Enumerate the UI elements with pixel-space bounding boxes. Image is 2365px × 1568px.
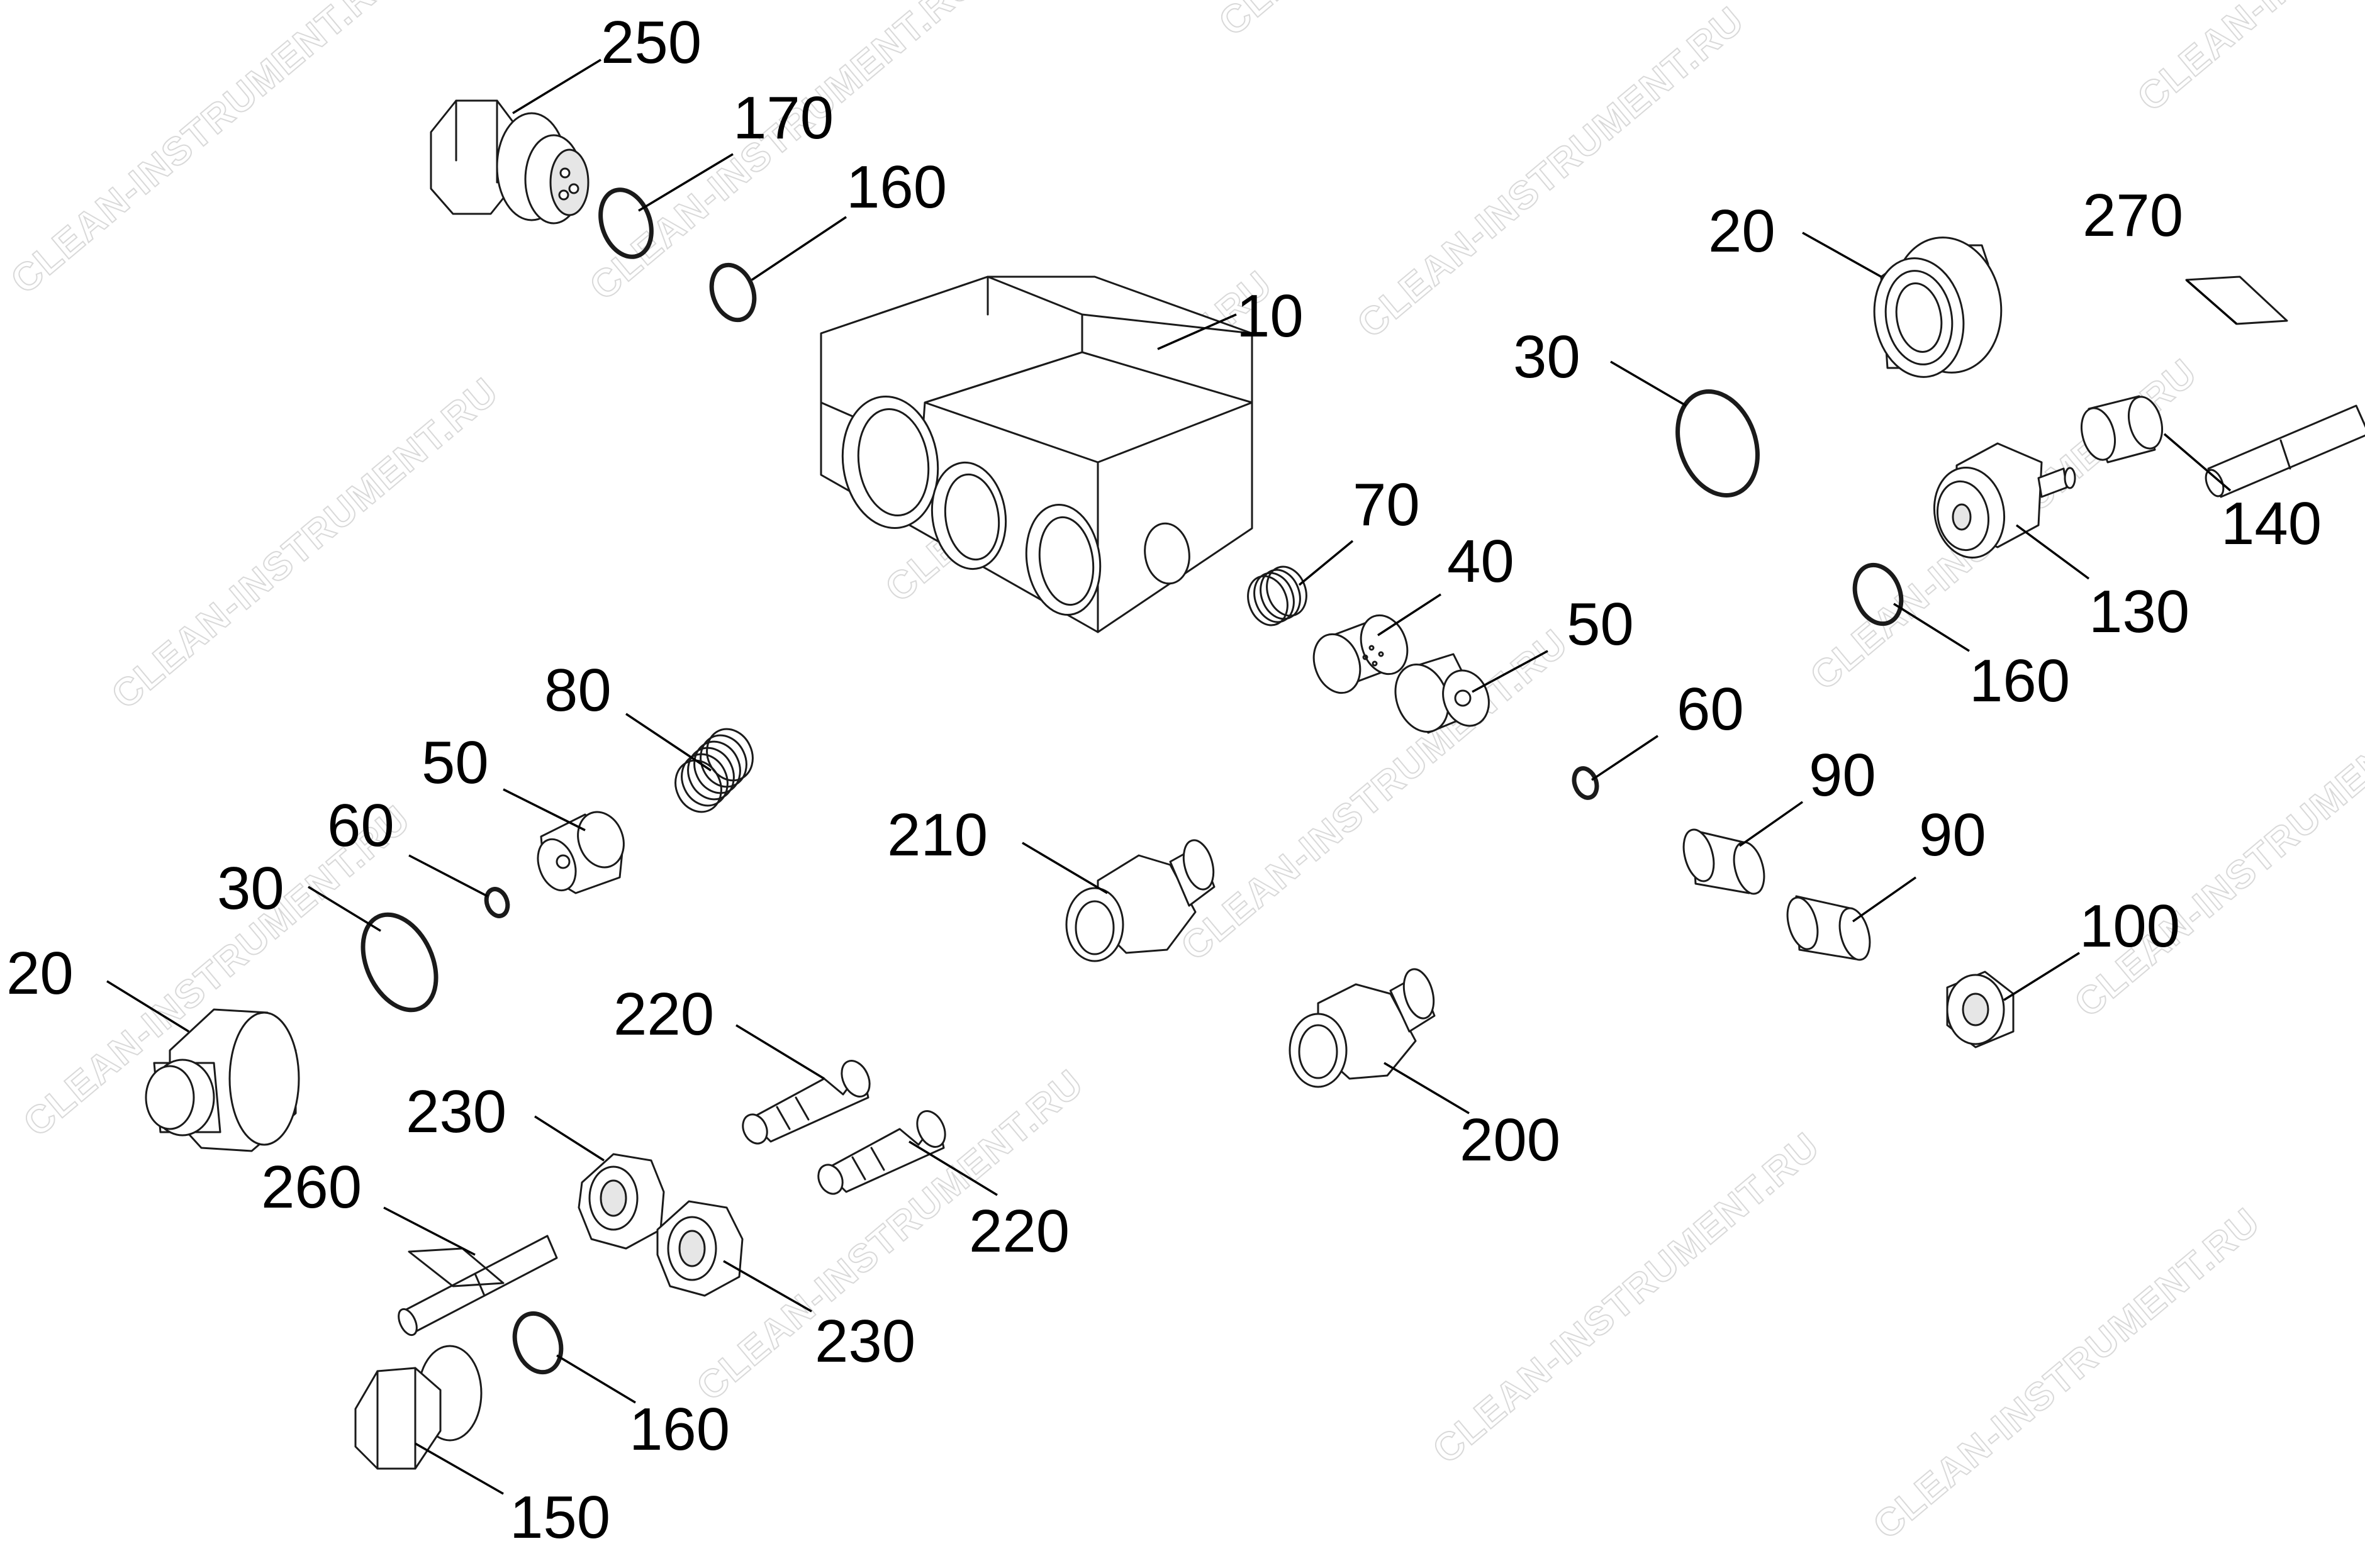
part-170-o-ring — [598, 187, 654, 259]
part-90-sleeve — [1682, 828, 1765, 895]
label-90: 90 — [1809, 742, 1876, 809]
part-90-sleeve — [1786, 895, 1871, 961]
part-80-spring — [674, 728, 754, 813]
part-250-plug — [430, 99, 590, 225]
label-230: 230 — [406, 1078, 506, 1145]
label-10: 10 — [1236, 282, 1304, 350]
part-50-valve-piston — [1394, 653, 1490, 734]
label-210: 210 — [887, 801, 988, 869]
part-220-hose-nozzle — [742, 1060, 871, 1145]
label-30: 30 — [1513, 323, 1580, 391]
label-60: 60 — [327, 792, 394, 859]
watermark: CLEAN-INSTRUMENT.RU — [104, 369, 507, 717]
part-20-cap — [145, 1008, 300, 1152]
watermark: CLEAN-INSTRUMENT.RU — [3, 0, 406, 303]
label-140: 140 — [2221, 490, 2322, 557]
part-270-pin — [2185, 275, 2365, 498]
part-60-ring — [484, 887, 510, 918]
label-260: 260 — [261, 1154, 362, 1221]
part-10-valve-block — [820, 275, 1253, 633]
part-20-cap — [1873, 236, 2003, 378]
label-250: 250 — [601, 9, 702, 76]
part-260-pin — [398, 1235, 558, 1337]
label-220: 220 — [969, 1198, 1070, 1265]
part-140-sleeve — [2081, 395, 2163, 464]
part-30-o-ring — [1675, 389, 1760, 498]
label-40: 40 — [1447, 528, 1514, 595]
label-230: 230 — [815, 1308, 915, 1375]
label-20: 20 — [1708, 197, 1775, 265]
watermark: CLEAN-INSTRUMENT.RU — [1211, 0, 1614, 45]
label-160: 160 — [846, 153, 947, 221]
label-270: 270 — [2083, 182, 2183, 249]
part-30-o-ring — [361, 912, 439, 1013]
label-130: 130 — [2089, 578, 2189, 645]
part-130-pressure-switch — [1933, 442, 2076, 559]
label-150: 150 — [510, 1484, 610, 1551]
part-100-nut — [1946, 970, 2015, 1048]
label-50: 50 — [422, 729, 489, 796]
label-30: 30 — [217, 855, 284, 922]
label-90: 90 — [1919, 801, 1986, 869]
label-170: 170 — [733, 84, 834, 152]
part-160-o-ring — [512, 1311, 564, 1375]
part-40-filter — [1312, 614, 1409, 694]
label-200: 200 — [1460, 1106, 1560, 1174]
label-80: 80 — [544, 657, 612, 724]
part-230-union-nut — [656, 1200, 744, 1297]
label-220: 220 — [613, 981, 714, 1048]
part-150-plug — [354, 1345, 483, 1470]
label-160: 160 — [629, 1396, 730, 1463]
watermark: CLEAN-INSTRUMENT.RU — [1865, 1199, 2269, 1547]
watermark: CLEAN-INSTRUMENT.RU — [2067, 677, 2365, 1025]
part-50-valve-piston — [537, 811, 625, 894]
watermark: CLEAN-INSTRUMENT.RU — [1350, 0, 1753, 347]
watermark: CLEAN-INSTRUMENT.RU — [1425, 1124, 1828, 1472]
part-210-fitting — [1065, 839, 1216, 962]
part-160-o-ring — [709, 262, 757, 323]
watermark-layer: CLEAN-INSTRUMENT.RU CLEAN-INSTRUMENT.RU … — [3, 0, 2365, 1549]
part-220-hose-nozzle — [817, 1110, 946, 1195]
part-70-spring — [1247, 565, 1307, 626]
part-230-union-nut — [578, 1153, 665, 1250]
part-number-labels: 250 170 160 10 20 270 30 140 70 40 130 5… — [6, 9, 2322, 1551]
label-100: 100 — [2079, 892, 2180, 960]
part-60-ring — [1572, 766, 1599, 800]
watermark: CLEAN-INSTRUMENT.RU — [2130, 0, 2365, 120]
label-60: 60 — [1677, 676, 1744, 743]
label-20: 20 — [6, 940, 74, 1007]
part-200-fitting — [1289, 968, 1436, 1088]
label-160: 160 — [1969, 647, 2070, 714]
label-50: 50 — [1567, 591, 1634, 658]
part-160-o-ring — [1852, 562, 1904, 626]
leader-lines — [106, 58, 2238, 1495]
label-70: 70 — [1353, 471, 1420, 538]
